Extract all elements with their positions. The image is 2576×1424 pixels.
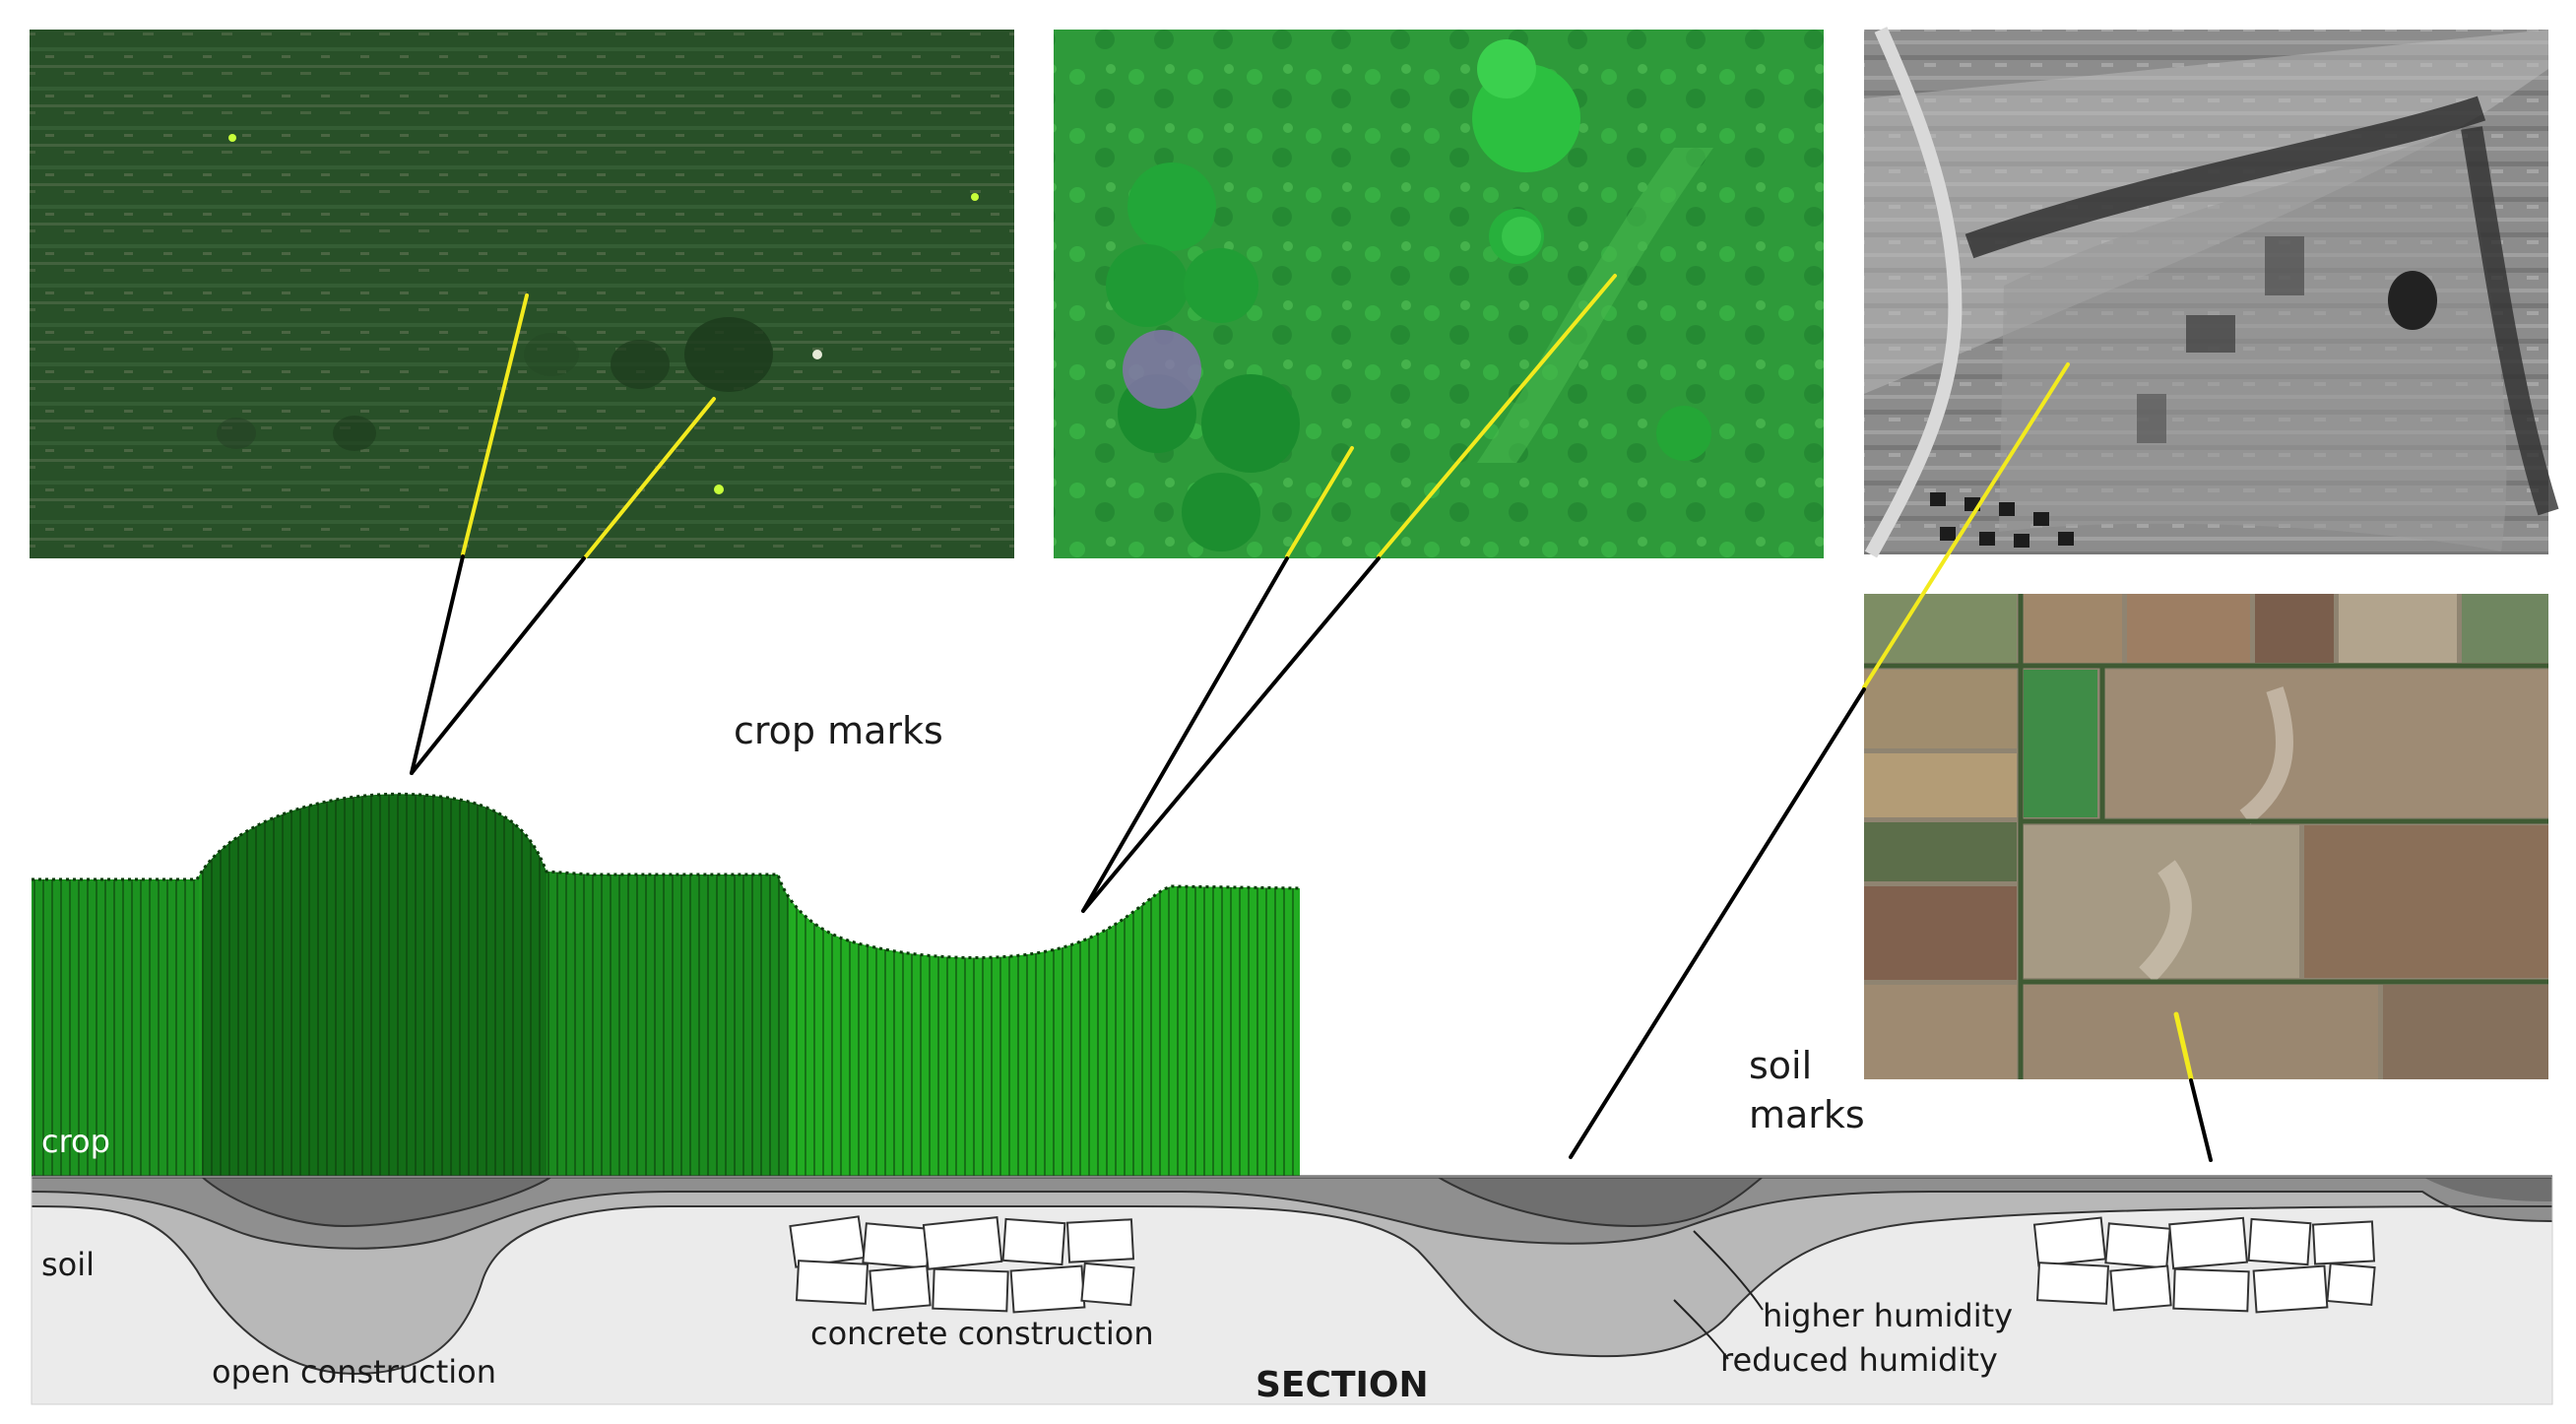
- leader-lines: [410, 274, 2213, 1162]
- soil-marks-label-line1: soil: [1749, 1044, 1812, 1087]
- soil-section: [31, 1175, 2553, 1405]
- humidity-pointers: [1673, 1230, 1764, 1360]
- soil-label: soil: [41, 1246, 95, 1283]
- crop-label: crop: [41, 1123, 110, 1160]
- concrete-construction-label: concrete construction: [810, 1315, 1154, 1352]
- crop-profile: [32, 792, 1301, 1177]
- crop-marks-label: crop marks: [734, 709, 943, 752]
- crop-field-photo: [30, 30, 1014, 558]
- vegetation-photo: [1054, 30, 1824, 558]
- concrete-blocks-right: [2032, 1216, 2376, 1314]
- soil-marks-label-line2: marks: [1749, 1093, 1865, 1136]
- reduced-humidity-label: reduced humidity: [1720, 1341, 1998, 1379]
- concrete-blocks-left: [789, 1215, 1135, 1314]
- open-construction-label: open construction: [212, 1353, 496, 1391]
- higher-humidity-label: higher humidity: [1763, 1297, 2013, 1334]
- grayscale-field-photo: [1864, 27, 2559, 558]
- section-title: SECTION: [1256, 1365, 1429, 1405]
- patchwork-fields-photo: [1864, 594, 2548, 1079]
